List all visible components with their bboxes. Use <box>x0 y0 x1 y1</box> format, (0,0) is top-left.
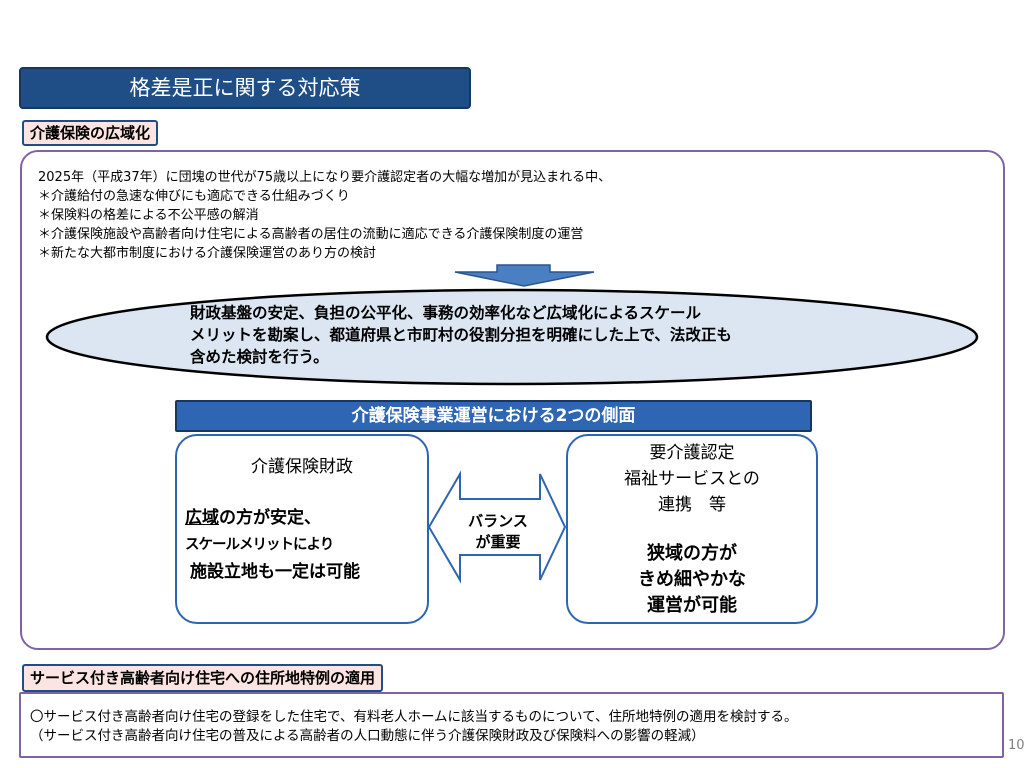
underlined-word: 広域 <box>185 508 219 528</box>
two-aspects-heading: 介護保険事業運営における2つの側面 <box>175 400 812 432</box>
care-service-box <box>566 434 818 624</box>
finance-line: の方が安定、 <box>219 508 321 528</box>
section-label-regionalization: 介護保険の広域化 <box>22 120 159 146</box>
care-service-box-title: 要介護認定 福祉サービスとの 連携 等 <box>566 440 818 518</box>
section-label-housing: サービス付き高齢者向け住宅への住所地特例の適用 <box>22 664 384 692</box>
page-title: 格差是正に関する対応策 <box>19 67 471 109</box>
care-body-line: 狭域の方が <box>647 543 737 564</box>
care-body-line: きめ細やかな <box>638 569 746 590</box>
balance-line: バランス <box>468 512 528 530</box>
care-service-box-body: 狭域の方が きめ細やかな 運営が可能 <box>566 541 818 619</box>
conclusion-line: 財政基盤の安定、負担の公平化、事務の効率化など広域化によるスケール <box>190 304 702 322</box>
intro-line: 2025年（平成37年）に団塊の世代が75歳以上になり要介護認定者の大幅な増加が… <box>38 170 612 185</box>
finance-line: 施設立地も一定は可能 <box>190 562 360 582</box>
housing-line: 〇サービス付き高齢者向け住宅の登録をした住宅で、有料老人ホームに該当するものにつ… <box>30 709 798 725</box>
finance-box-body: 広域の方が安定、 スケールメリットにより 施設立地も一定は可能 <box>185 505 425 586</box>
main-panel <box>20 150 1005 650</box>
finance-line: スケールメリットにより <box>185 537 334 553</box>
intro-line: ＊介護給付の急速な伸びにも適応できる仕組みづくり <box>38 189 350 204</box>
care-title-line: 連携 等 <box>658 495 726 515</box>
intro-line: ＊保険料の格差による不公平感の解消 <box>38 208 259 223</box>
care-title-line: 要介護認定 <box>649 443 735 463</box>
page-number: 10 <box>1008 738 1024 753</box>
balance-text: バランス が重要 <box>446 511 550 553</box>
conclusion-line: 含めた検討を行う。 <box>190 348 329 366</box>
housing-text: 〇サービス付き高齢者向け住宅の登録をした住宅で、有料老人ホームに該当するものにつ… <box>30 708 797 746</box>
balance-double-arrow-icon <box>427 470 567 584</box>
conclusion-line: メリットを勘案し、都道府県と市町村の役割分担を明確にした上で、法改正も <box>190 326 732 344</box>
down-arrow-icon <box>454 264 595 287</box>
housing-panel <box>19 692 1004 758</box>
intro-line: ＊介護保険施設や高齢者向け住宅による高齢者の居住の流動に適応できる介護保険制度の… <box>38 227 584 242</box>
care-body-line: 運営が可能 <box>647 595 737 616</box>
conclusion-text: 財政基盤の安定、負担の公平化、事務の効率化など広域化によるスケール メリットを勘… <box>190 302 850 368</box>
intro-text: 2025年（平成37年）に団塊の世代が75歳以上になり要介護認定者の大幅な増加が… <box>38 168 611 263</box>
housing-line: （サービス付き高齢者向け住宅の普及による高齢者の人口動態に伴う介護保険財政及び保… <box>30 728 705 744</box>
care-title-line: 福祉サービスとの <box>624 469 760 489</box>
finance-box-title: 介護保険財政 <box>251 457 353 477</box>
balance-line: が重要 <box>475 533 521 551</box>
finance-box <box>175 434 429 624</box>
intro-line: ＊新たな大都市制度における介護保険運営のあり方の検討 <box>38 246 377 261</box>
conclusion-ellipse <box>45 288 979 386</box>
